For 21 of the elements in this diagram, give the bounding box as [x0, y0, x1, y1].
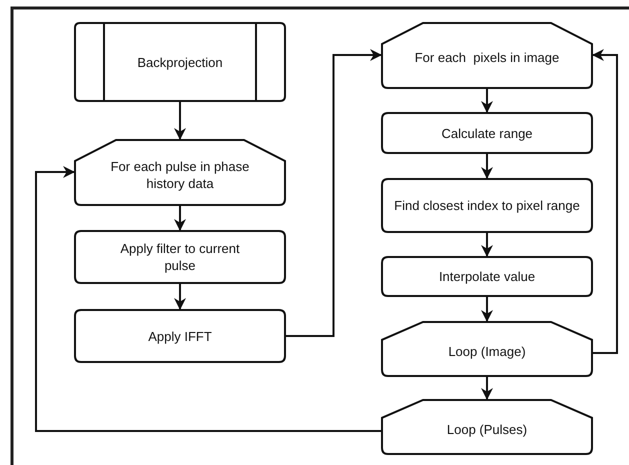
arrow	[174, 101, 186, 140]
step-label: Backprojection	[137, 54, 223, 70]
step-label: Calculate range	[441, 124, 533, 142]
step-label: Apply filter to current pulse	[119, 240, 241, 274]
arrow	[481, 153, 493, 179]
arrow	[35, 166, 382, 432]
step-label: Interpolate value	[438, 268, 536, 285]
arrow	[481, 232, 493, 257]
step-label: Loop (Image)	[448, 342, 526, 360]
step-label: Loop (Pulses)	[446, 420, 528, 438]
step-label: Apply IFFT	[148, 328, 212, 344]
arrow	[481, 296, 493, 322]
arrow	[174, 283, 186, 310]
arrow	[285, 49, 382, 337]
arrow	[592, 49, 618, 354]
step-label: For each pulse in phase history data	[110, 158, 250, 192]
step-label: Find closest index to pixel range	[394, 197, 580, 214]
arrow	[481, 88, 493, 113]
arrow	[174, 205, 186, 231]
arrow	[481, 376, 493, 400]
step-label: For each pixels in image	[414, 49, 560, 66]
